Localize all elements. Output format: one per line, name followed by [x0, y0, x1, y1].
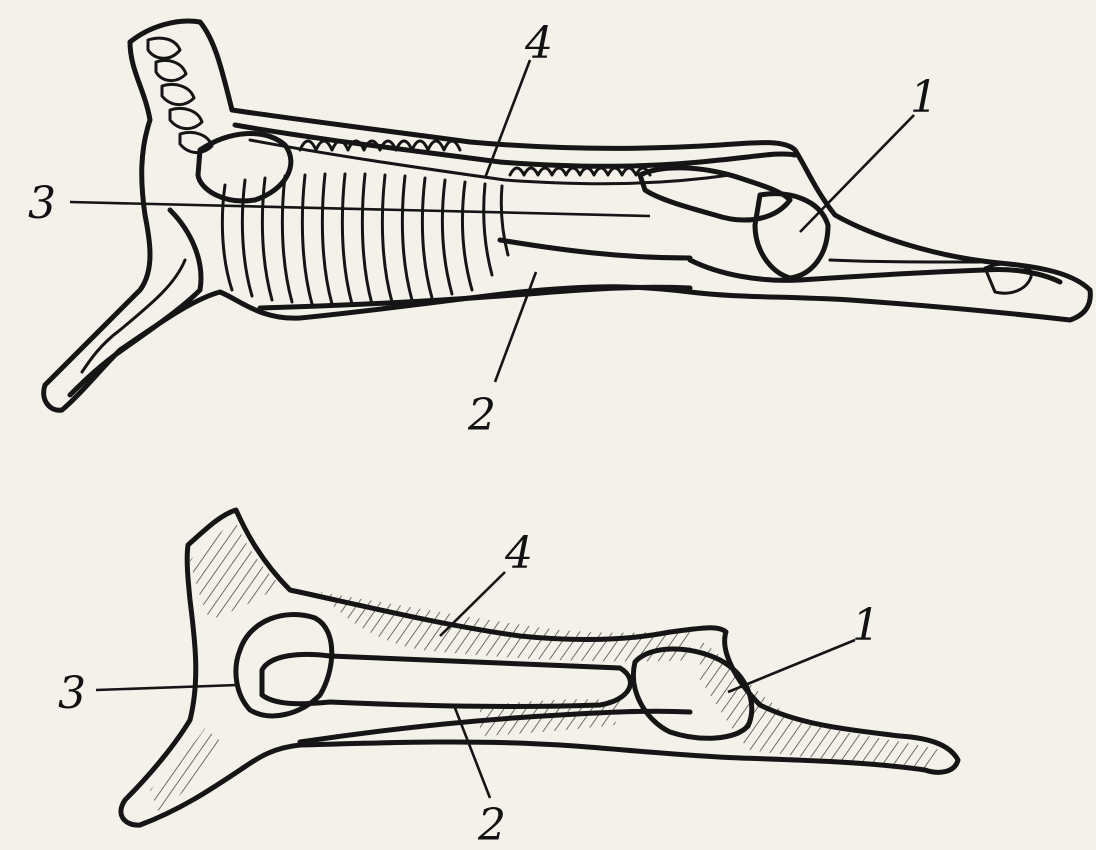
- top-carcass-figure: 1 2 3 4: [28, 18, 1090, 441]
- bottom-label-1: 1: [852, 600, 880, 651]
- neck-vertebrae: [148, 38, 212, 152]
- top-label-1: 1: [910, 72, 938, 123]
- bottom-label-4: 4: [504, 528, 533, 579]
- top-leader-2: [495, 272, 536, 382]
- region-4-band: [320, 592, 690, 662]
- hind-leg-muscle: [755, 194, 828, 278]
- bottom-label-3: 3: [58, 668, 86, 719]
- bottom-carcass-figure: 1 2 3 4: [58, 510, 958, 850]
- top-label-2: 2: [467, 390, 496, 441]
- top-leader-1: [800, 115, 914, 232]
- neck-hatch: [190, 520, 280, 620]
- foreleg: [70, 210, 201, 395]
- top-label-4: 4: [524, 18, 553, 69]
- bottom-leader-3: [96, 685, 238, 690]
- top-label-3: 3: [28, 178, 56, 229]
- bottom-leader-1: [728, 640, 855, 692]
- flank-line: [500, 240, 690, 258]
- hind-leg-hatch: [700, 640, 940, 768]
- top-leader-3: [70, 202, 650, 216]
- belly-hatch: [480, 699, 620, 736]
- bottom-label-2: 2: [477, 800, 506, 850]
